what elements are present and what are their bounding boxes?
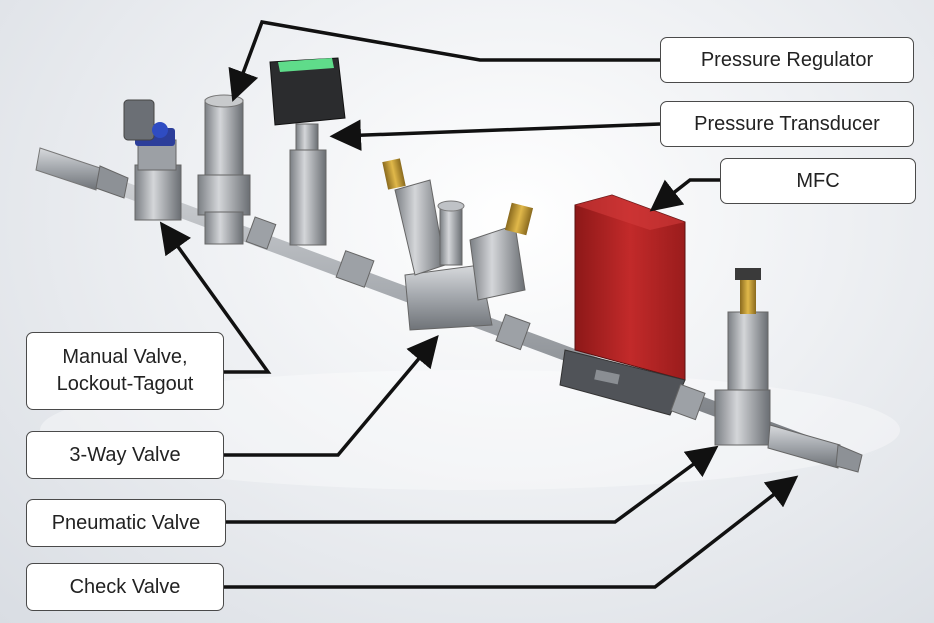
label-manual-valve-line1: Manual Valve, — [62, 346, 188, 368]
check-valve-component — [767, 424, 863, 473]
manual-valve-component — [123, 99, 182, 221]
label-check-valve: Check Valve — [26, 563, 224, 611]
pneumatic-valve-component — [714, 268, 771, 446]
pipe-fittings — [245, 216, 706, 421]
pressure-transducer-component — [269, 57, 346, 246]
leader-mfc — [649, 178, 720, 212]
label-pressure-regulator: Pressure Regulator — [660, 37, 914, 83]
pressure-regulator-component — [197, 94, 251, 245]
label-mfc: MFC — [720, 158, 916, 204]
label-pressure-transducer: Pressure Transducer — [660, 101, 914, 147]
label-pressure-regulator-text: Pressure Regulator — [700, 48, 874, 71]
leader-pressure-transducer — [329, 119, 661, 151]
label-manual-valve: Manual Valve, Lockout-Tagout — [26, 332, 224, 410]
label-pressure-transducer-text: Pressure Transducer — [694, 112, 880, 135]
leader-pneumatic-valve — [226, 445, 719, 524]
three-way-valve-component — [382, 158, 534, 331]
label-manual-valve-line2: Lockout-Tagout — [56, 373, 194, 395]
leader-manual-valve — [159, 221, 272, 374]
leader-three-way-valve — [224, 334, 439, 457]
leader-check-valve — [224, 475, 799, 589]
label-three-way-valve: 3-Way Valve — [26, 431, 224, 479]
label-mfc-text: MFC — [796, 169, 840, 192]
leader-pressure-regulator — [228, 20, 660, 102]
label-check-valve-text: Check Valve — [69, 575, 181, 598]
label-three-way-valve-text: 3-Way Valve — [69, 443, 181, 466]
leader-lines — [159, 20, 799, 589]
mfc-component — [559, 194, 686, 416]
label-pneumatic-valve-text: Pneumatic Valve — [51, 511, 201, 534]
inlet-fitting — [35, 147, 129, 199]
label-pneumatic-valve: Pneumatic Valve — [26, 499, 226, 547]
